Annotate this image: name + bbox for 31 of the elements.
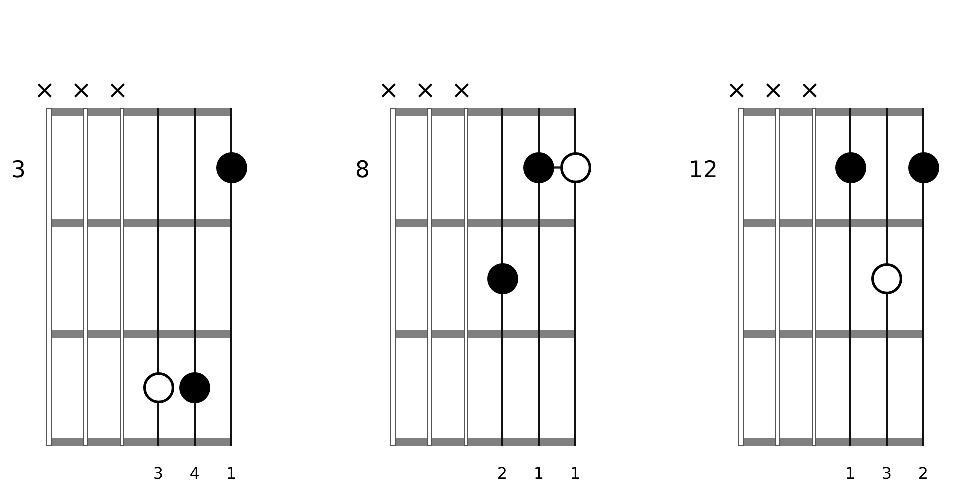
mute-mark: × [415, 78, 436, 102]
filled-dot-marker [216, 152, 248, 184]
mute-mark: × [763, 78, 784, 102]
ring-marker [871, 262, 903, 295]
filled-dot-marker [908, 152, 940, 184]
mute-mark: × [71, 78, 92, 102]
finger-number: 1 [845, 466, 856, 482]
filled-dot-marker [834, 152, 866, 184]
finger-number: 2 [918, 466, 929, 482]
connector-line [554, 166, 560, 169]
filled-dot-marker [179, 372, 211, 404]
finger-number: 4 [190, 466, 200, 482]
fret-number: 12 [688, 159, 718, 182]
mute-mark: × [452, 78, 472, 102]
mute-mark: × [800, 78, 820, 102]
fret-number: 3 [11, 159, 26, 182]
finger-number: 3 [882, 466, 892, 482]
finger-number: 2 [497, 466, 508, 482]
finger-number: 1 [534, 466, 544, 482]
mute-mark: × [378, 78, 400, 102]
finger-number: 1 [570, 466, 581, 482]
finger-number: 1 [226, 466, 237, 482]
filled-dot-marker [523, 152, 555, 184]
fret-number: 8 [355, 159, 370, 182]
ring-marker [142, 372, 174, 404]
finger-number: 3 [153, 466, 164, 482]
mute-mark: × [34, 78, 56, 102]
filled-dot-marker [486, 262, 518, 295]
ring-marker [560, 152, 592, 184]
mute-mark: × [726, 78, 748, 102]
mute-mark: × [108, 78, 128, 102]
